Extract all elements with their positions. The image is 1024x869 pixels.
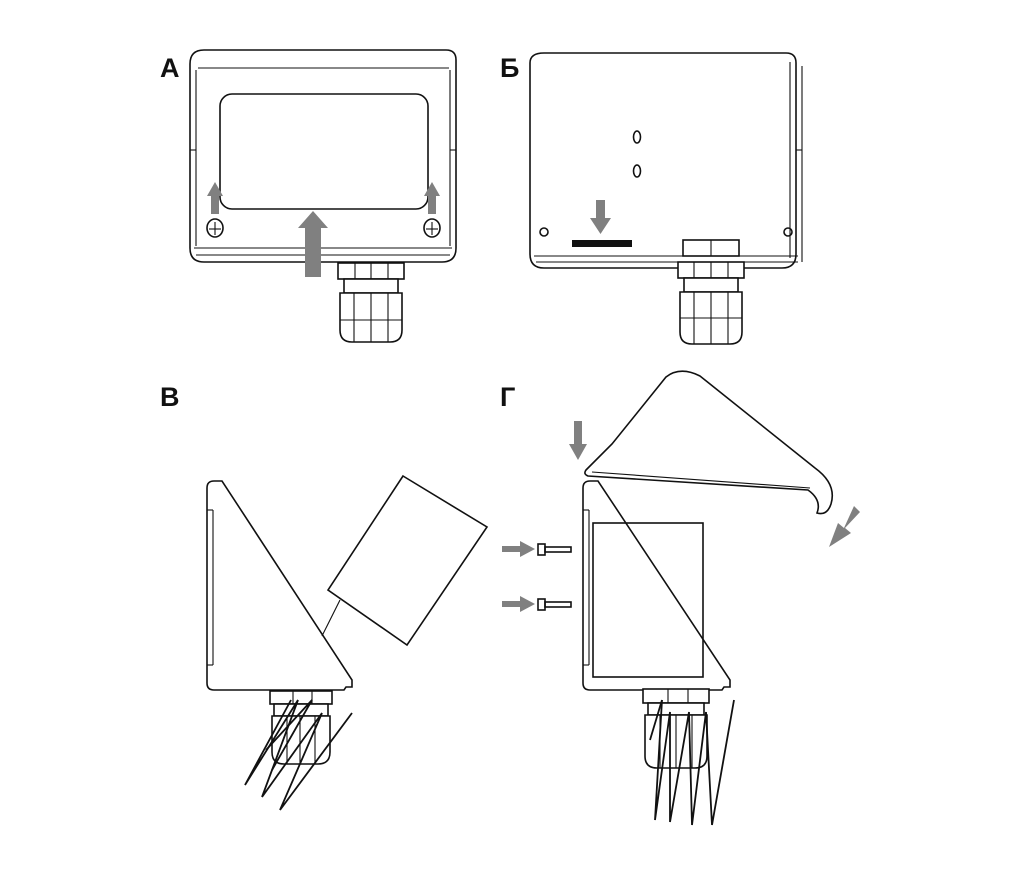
right-arrow-icon — [502, 596, 535, 612]
panel-v-label: В — [160, 382, 180, 412]
screw-icon — [537, 598, 572, 611]
cable-wires — [244, 699, 353, 811]
panel-a-label: А — [160, 53, 180, 83]
cable-gland — [677, 239, 745, 345]
panel-a: А — [160, 49, 457, 343]
cable-wires — [649, 699, 735, 826]
down-arrow-icon — [590, 200, 611, 234]
screw-icon — [206, 218, 224, 238]
lid-cover — [326, 474, 489, 647]
panel-b-label: Б — [500, 53, 519, 83]
cable-gland — [337, 262, 405, 343]
up-arrow-icon — [298, 211, 328, 277]
front-plate — [592, 522, 704, 678]
housing-side — [582, 480, 731, 691]
down-arrow-icon — [569, 421, 587, 460]
hood-cover — [584, 370, 834, 515]
diagonal-arrow-icon — [829, 506, 860, 547]
mounting-rail — [572, 240, 632, 247]
label-window — [219, 93, 429, 210]
housing-front — [189, 49, 457, 263]
up-arrow-icon — [207, 182, 223, 214]
screw-icon — [537, 543, 572, 556]
panel-g: Г — [500, 370, 860, 826]
panel-g-label: Г — [500, 382, 515, 412]
up-arrow-icon — [424, 182, 440, 214]
right-arrow-icon — [502, 541, 535, 557]
panel-b: Б — [500, 52, 803, 345]
housing-back — [529, 52, 803, 269]
housing-side — [206, 480, 353, 691]
screw-icon — [423, 218, 441, 238]
panel-v: В — [160, 382, 489, 811]
